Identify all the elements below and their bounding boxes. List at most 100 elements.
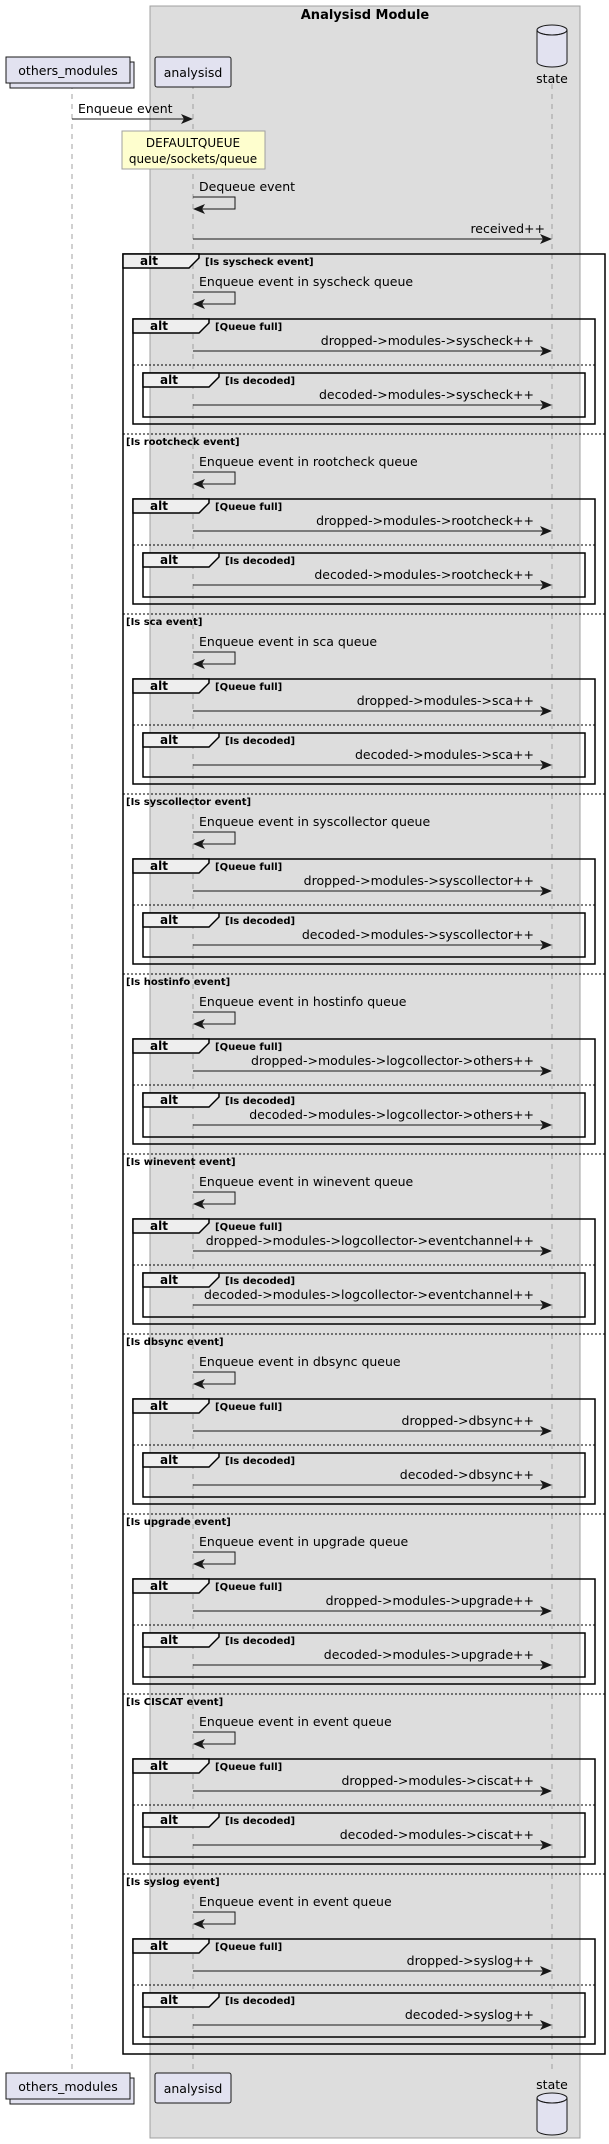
- section-2-self-arrow: [193, 471, 236, 485]
- section-2-queue-alt-tab: [132, 498, 210, 514]
- section-3-enqueue-label: Enqueue event in sca queue: [199, 634, 377, 649]
- enqueue-label: Enqueue event: [78, 101, 173, 116]
- section-9-queue-alt-tab-label: alt: [150, 1759, 168, 1773]
- section-1-queue-full-label: [Queue full]: [215, 322, 282, 333]
- section-8-is-decoded-label: [Is decoded]: [225, 1636, 295, 1647]
- section-7-self-arrow-head: [193, 1379, 205, 1389]
- section-5-self-arrow-head: [193, 1019, 205, 1029]
- module-title: Analysisd Module: [301, 8, 430, 23]
- section-3-queue-alt-tab-label: alt: [150, 679, 168, 693]
- section-4-decoded-alt-frame: [142, 912, 586, 958]
- dequeue-label: Dequeue event: [199, 179, 295, 194]
- section-8-dropped-label: dropped->modules->upgrade++: [326, 1593, 534, 1608]
- section-4-condition: [Is syscollector event]: [126, 797, 251, 808]
- section-4-enqueue-label: Enqueue event in syscollector queue: [199, 814, 430, 829]
- section-4-self-arrow: [193, 831, 236, 845]
- section-3-condition: [Is sca event]: [126, 617, 202, 628]
- section-1-self-arrow: [193, 291, 236, 305]
- participant-analysisd-top: analysisd: [154, 56, 232, 88]
- participant-others-top: others_modules: [5, 56, 135, 89]
- section-9-queue-alt-frame: [132, 1758, 596, 1865]
- section-7-is-decoded-label: [Is decoded]: [225, 1456, 295, 1467]
- section-9-decoded-arrow-head: [540, 1840, 552, 1850]
- section-4-decoded-label: decoded->modules->syscollector++: [302, 927, 534, 942]
- section-5-queue-full-label: [Queue full]: [215, 1042, 282, 1053]
- section-9-queue-alt-tab: [132, 1758, 210, 1774]
- section-2-queue-alt-tab-label: alt: [150, 499, 168, 513]
- section-10-decoded-label: decoded->syslog++: [405, 2007, 534, 2022]
- section-7-decoded-alt-tab: [142, 1452, 220, 1468]
- section-3-queue-alt-frame: [132, 678, 596, 785]
- section-2-enqueue-label: Enqueue event in rootcheck queue: [199, 454, 418, 469]
- section-2-queue-alt-frame: [132, 498, 596, 605]
- section-3-queue-full-label: [Queue full]: [215, 682, 282, 693]
- section-4-queue-alt-tab-label: alt: [150, 859, 168, 873]
- section-5-queue-alt-tab-label: alt: [150, 1039, 168, 1053]
- section-4-queue-full-label: [Queue full]: [215, 862, 282, 873]
- section-6-is-decoded-label: [Is decoded]: [225, 1276, 295, 1287]
- section-8-decoded-label: decoded->modules->upgrade++: [324, 1647, 534, 1662]
- participant-others-bottom: others_modules: [5, 2072, 135, 2105]
- section-8-queue-alt-tab-label: alt: [150, 1579, 168, 1593]
- section-7-dropped-arrow-head: [540, 1426, 552, 1436]
- section-2-decoded-label: decoded->modules->rootcheck++: [314, 567, 534, 582]
- section-8-decoded-arrow-head: [540, 1660, 552, 1670]
- section-10-dropped-arrow-head: [540, 1966, 552, 1976]
- section-5-dropped-arrow-head: [540, 1066, 552, 1076]
- participant-state-bottom: state: [536, 2077, 568, 2136]
- section-8-condition: [Is upgrade event]: [126, 1517, 231, 1528]
- section-3-dropped-arrow-head: [540, 706, 552, 716]
- participant-others-bottom-label: others_modules: [18, 2079, 117, 2094]
- section-6-dropped-label: dropped->modules->logcollector->eventcha…: [206, 1233, 534, 1248]
- section-10-decoded-arrow-head: [540, 2020, 552, 2030]
- section-1-enqueue-label: Enqueue event in syscheck queue: [199, 274, 413, 289]
- section-4-dropped-label: dropped->modules->syscollector++: [304, 873, 534, 888]
- section-6-dropped-arrow-head: [540, 1246, 552, 1256]
- dequeue-self-arrow: [193, 196, 236, 210]
- note-line1: DEFAULTQUEUE: [146, 136, 240, 150]
- section-6-decoded-alt-frame: [142, 1272, 586, 1318]
- section-3-decoded-label: decoded->modules->sca++: [355, 747, 534, 762]
- alt-sections: [Is syscheck event]Enqueue event in sysc…: [123, 257, 605, 2045]
- section-10-decoded-alt-tab: [142, 1992, 220, 2008]
- section-5-self-arrow: [193, 1011, 236, 1025]
- section-10-queue-alt-tab: [132, 1938, 210, 1954]
- section-2-decoded-alt-tab-label: alt: [160, 553, 178, 567]
- section-10-self-arrow-head: [193, 1919, 205, 1929]
- section-2-self-arrow-head: [193, 479, 205, 489]
- section-10-decoded-alt-tab-label: alt: [160, 1993, 178, 2007]
- section-10-decoded-alt-frame: [142, 1992, 586, 2038]
- section-4-self-arrow-head: [193, 839, 205, 849]
- participant-analysisd-bottom: analysisd: [154, 2072, 232, 2104]
- section-6-queue-alt-frame: [132, 1218, 596, 1325]
- queue-note: DEFAULTQUEUE queue/sockets/queue: [121, 130, 266, 170]
- participant-state-bottom-label: state: [536, 2077, 568, 2092]
- section-9-enqueue-label: Enqueue event in event queue: [199, 1714, 392, 1729]
- section-9-condition: [Is CISCAT event]: [126, 1697, 223, 1708]
- section-1-dropped-label: dropped->modules->syscheck++: [321, 333, 534, 348]
- section-2-dropped-arrow-head: [540, 526, 552, 536]
- section-6-self-arrow-head: [193, 1199, 205, 1209]
- section-2-decoded-alt-frame: [142, 552, 586, 598]
- section-5-decoded-label: decoded->modules->logcollector->others++: [249, 1107, 534, 1122]
- section-5-decoded-alt-tab: [142, 1092, 220, 1108]
- section-7-decoded-label: decoded->dbsync++: [400, 1467, 534, 1482]
- section-3-decoded-alt-tab: [142, 732, 220, 748]
- section-2-decoded-arrow-head: [540, 580, 552, 590]
- section-8-self-arrow-head: [193, 1559, 205, 1569]
- section-5-queue-alt-tab: [132, 1038, 210, 1054]
- section-7-queue-alt-frame: [132, 1398, 596, 1505]
- section-9-dropped-label: dropped->modules->ciscat++: [341, 1773, 534, 1788]
- section-9-dropped-arrow-head: [540, 1786, 552, 1796]
- section-3-decoded-arrow-head: [540, 760, 552, 770]
- module-box: [149, 5, 581, 2139]
- section-6-decoded-arrow-head: [540, 1300, 552, 1310]
- section-10-is-decoded-label: [Is decoded]: [225, 1996, 295, 2007]
- section-1-decoded-alt-tab-label: alt: [160, 373, 178, 387]
- section-6-condition: [Is winevent event]: [126, 1157, 236, 1168]
- participant-state-label: state: [536, 71, 568, 86]
- section-8-queue-full-label: [Queue full]: [215, 1582, 282, 1593]
- section-5-queue-alt-frame: [132, 1038, 596, 1145]
- section-1-decoded-alt-frame: [142, 372, 586, 418]
